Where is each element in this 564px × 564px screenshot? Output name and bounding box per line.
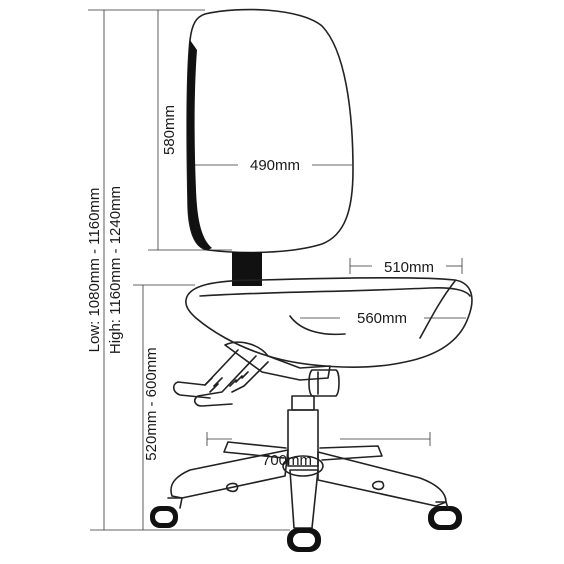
caster-left-fork <box>167 497 183 509</box>
tilt-knob <box>308 369 340 397</box>
overall-height-high-label: High: 1160mm - 1240mm <box>107 186 124 354</box>
dimension-lines <box>88 9 466 531</box>
seat-height-label: 520mm - 600mm <box>143 347 160 460</box>
backrest-dark-edge <box>187 40 212 250</box>
seat-front-contour <box>289 315 346 336</box>
seat-mechanism <box>224 341 331 381</box>
lever-third <box>231 361 269 393</box>
mechanism <box>172 341 340 407</box>
base-leg-front <box>289 469 319 529</box>
lever-left-ridges <box>204 377 223 393</box>
lever-right-ridges <box>229 371 249 387</box>
base-leg-back-right <box>319 445 383 461</box>
gas-lift <box>287 395 319 467</box>
seat-width-label: 560mm <box>357 310 407 327</box>
caster-right <box>428 501 462 530</box>
caster-front-hub <box>293 533 315 547</box>
overall-height-low-label: Low: 1080mm - 1160mm <box>86 188 103 353</box>
base-leg-back-left <box>223 441 287 459</box>
caster-right-fork <box>435 501 449 509</box>
base-width-label: 700mm <box>262 452 312 469</box>
caster-back-right <box>371 480 385 491</box>
dimension-labels: 490mm 510mm 560mm 700mm 580mm Low: 1080m… <box>86 105 434 469</box>
base-hub <box>282 455 324 477</box>
seat-side-contour <box>419 280 456 339</box>
seat-top-seam <box>199 287 471 297</box>
caster-back-left <box>225 482 239 493</box>
back-width-label: 490mm <box>250 157 300 174</box>
caster-right-hub <box>434 511 456 525</box>
seat <box>185 276 473 368</box>
back-height-label: 580mm <box>161 105 178 155</box>
backrest <box>186 8 354 286</box>
caster-left-hub <box>155 511 173 523</box>
caster-front <box>287 528 321 552</box>
base-leg-front-right <box>317 451 447 507</box>
seat-depth-label: 510mm <box>384 259 434 276</box>
casters <box>150 497 462 552</box>
gas-lift-cylinder <box>287 409 319 467</box>
seat-cushion <box>185 276 473 368</box>
lever-right <box>193 355 257 407</box>
backrest-shell <box>186 8 354 254</box>
gas-lift-collar <box>291 395 315 411</box>
star-base <box>170 441 447 529</box>
caster-left <box>150 497 183 528</box>
lever-left <box>172 349 239 399</box>
